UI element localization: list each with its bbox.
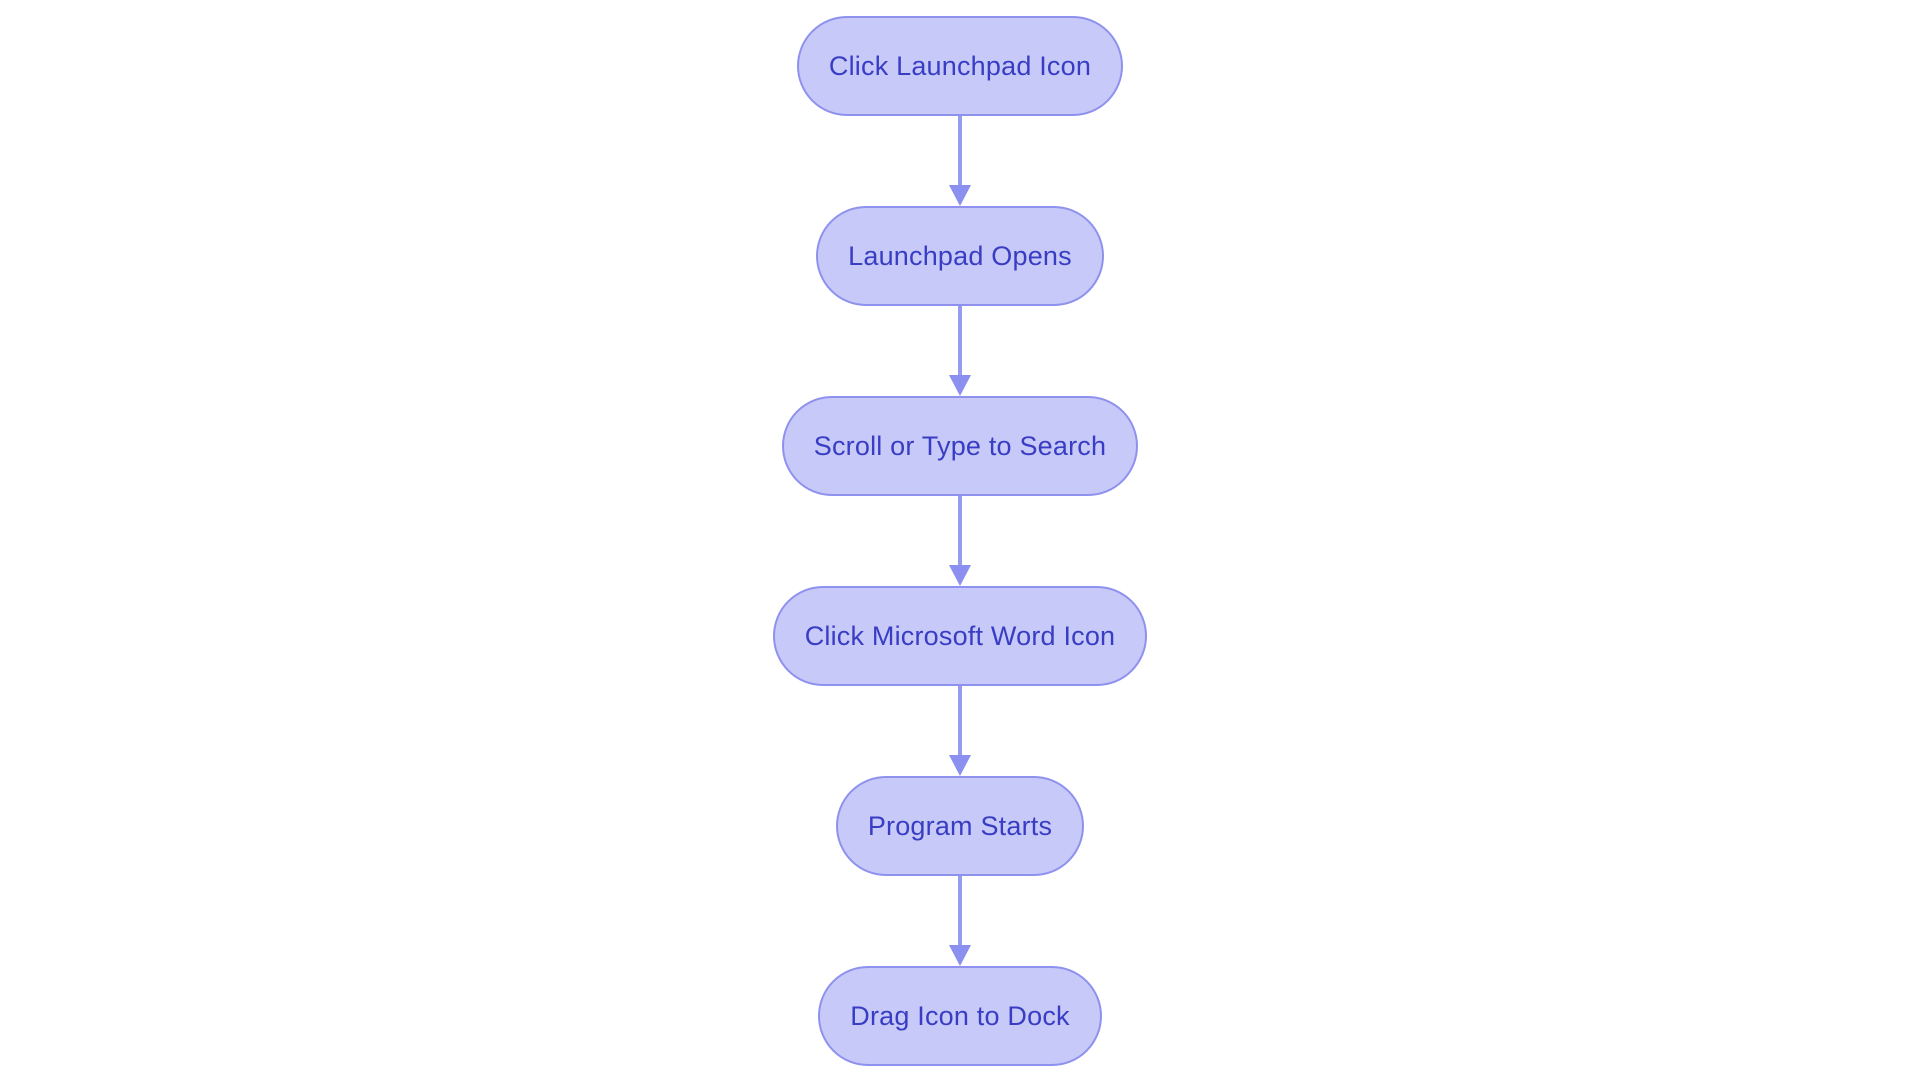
arrow-head-icon [949,185,971,206]
flow-node: Drag Icon to Dock [818,966,1102,1066]
flow-node-label: Click Microsoft Word Icon [804,620,1116,651]
arrow-head-icon [949,375,971,396]
arrow-line [958,306,962,375]
connector-arrow [949,306,971,396]
arrow-line [958,496,962,565]
flow-node-label: Scroll or Type to Search [813,430,1107,461]
arrow-line [958,116,962,185]
arrow-head-icon [949,565,971,586]
flow-node: Click Launchpad Icon [796,16,1124,116]
connector-arrow [949,876,971,966]
flow-node-label: Launchpad Opens [848,240,1072,271]
connector-arrow [949,686,971,776]
arrow-line [958,876,962,945]
flow-node: Launchpad Opens [816,206,1104,306]
connector-arrow [949,116,971,206]
flow-node-label: Drag Icon to Dock [850,1000,1070,1031]
flow-node: Click Microsoft Word Icon [772,586,1148,686]
flow-node: Program Starts [835,776,1085,876]
flow-node-label: Click Launchpad Icon [828,50,1092,81]
arrow-head-icon [949,945,971,966]
connector-arrow [949,496,971,586]
arrow-line [958,686,962,755]
flow-node-label: Program Starts [867,810,1053,841]
flow-node: Scroll or Type to Search [781,396,1139,496]
arrow-head-icon [949,755,971,776]
